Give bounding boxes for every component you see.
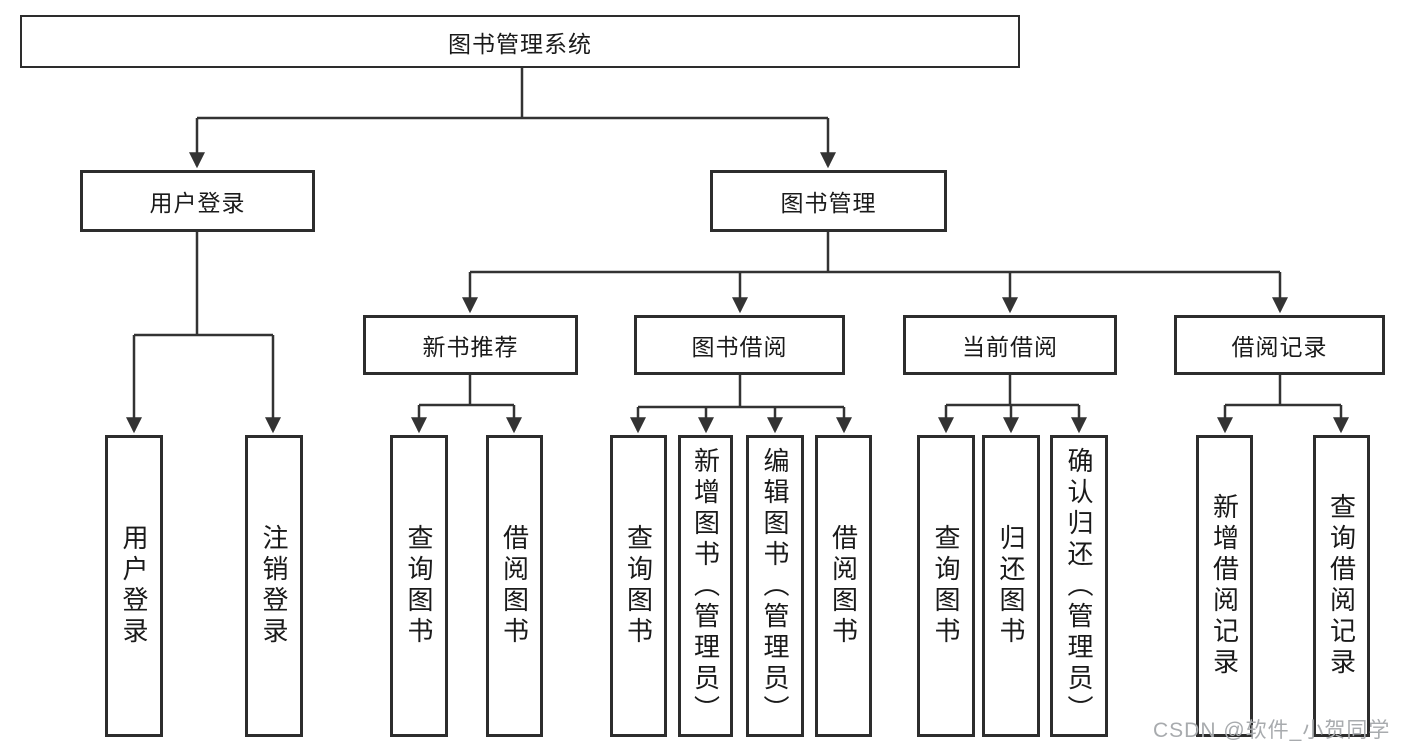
leaf-bb-add-book-admin-label: 新增图书（管理员） — [690, 446, 721, 726]
leaf-bb-query-book: 查询图书 — [610, 435, 667, 737]
leaf-cb-confirm-return-admin-label: 确认归还（管理员） — [1064, 446, 1094, 726]
leaf-logout-label: 注销登录 — [259, 524, 289, 648]
leaf-logout: 注销登录 — [245, 435, 303, 737]
leaf-cb-query-book-label: 查询图书 — [931, 524, 961, 648]
leaf-cb-return-book: 归还图书 — [982, 435, 1040, 737]
leaf-cb-query-book: 查询图书 — [917, 435, 975, 737]
leaf-bb-borrow-book: 借阅图书 — [815, 435, 872, 737]
node-user-login: 用户登录 — [80, 170, 315, 232]
node-root-label: 图书管理系统 — [448, 30, 592, 57]
node-new-book-recommend-label: 新书推荐 — [422, 334, 519, 360]
leaf-cb-return-book-label: 归还图书 — [996, 524, 1026, 648]
watermark: CSDN @软件_小贺同学 — [1153, 719, 1391, 742]
leaf-nbr-query-book: 查询图书 — [390, 435, 448, 737]
node-book-borrow: 图书借阅 — [634, 315, 845, 375]
leaf-br-add-record: 新增借阅记录 — [1196, 435, 1253, 737]
leaf-bb-edit-book-admin: 编辑图书（管理员） — [746, 435, 804, 737]
leaf-user-login-label: 用户登录 — [119, 524, 149, 648]
leaf-nbr-borrow-book-label: 借阅图书 — [499, 524, 530, 648]
leaf-nbr-query-book-label: 查询图书 — [404, 524, 434, 648]
leaf-cb-confirm-return-admin: 确认归还（管理员） — [1050, 435, 1108, 737]
node-book-borrow-label: 图书借阅 — [691, 334, 788, 360]
leaf-bb-borrow-book-label: 借阅图书 — [828, 524, 859, 648]
leaf-bb-query-book-label: 查询图书 — [623, 524, 654, 648]
node-current-borrow-label: 当前借阅 — [962, 334, 1058, 360]
node-borrow-record: 借阅记录 — [1174, 315, 1385, 375]
leaf-nbr-borrow-book: 借阅图书 — [486, 435, 543, 737]
node-root: 图书管理系统 — [20, 15, 1020, 68]
node-current-borrow: 当前借阅 — [903, 315, 1117, 375]
node-book-management-label: 图书管理 — [780, 190, 877, 216]
leaf-br-query-record: 查询借阅记录 — [1313, 435, 1370, 737]
node-user-login-label: 用户登录 — [149, 190, 246, 216]
leaf-br-add-record-label: 新增借阅记录 — [1209, 493, 1240, 679]
node-book-management: 图书管理 — [710, 170, 947, 232]
leaf-br-query-record-label: 查询借阅记录 — [1326, 493, 1357, 679]
node-new-book-recommend: 新书推荐 — [363, 315, 578, 375]
leaf-bb-add-book-admin: 新增图书（管理员） — [678, 435, 733, 737]
node-borrow-record-label: 借阅记录 — [1231, 334, 1328, 360]
leaf-bb-edit-book-admin-label: 编辑图书（管理员） — [760, 446, 790, 726]
leaf-user-login: 用户登录 — [105, 435, 163, 737]
